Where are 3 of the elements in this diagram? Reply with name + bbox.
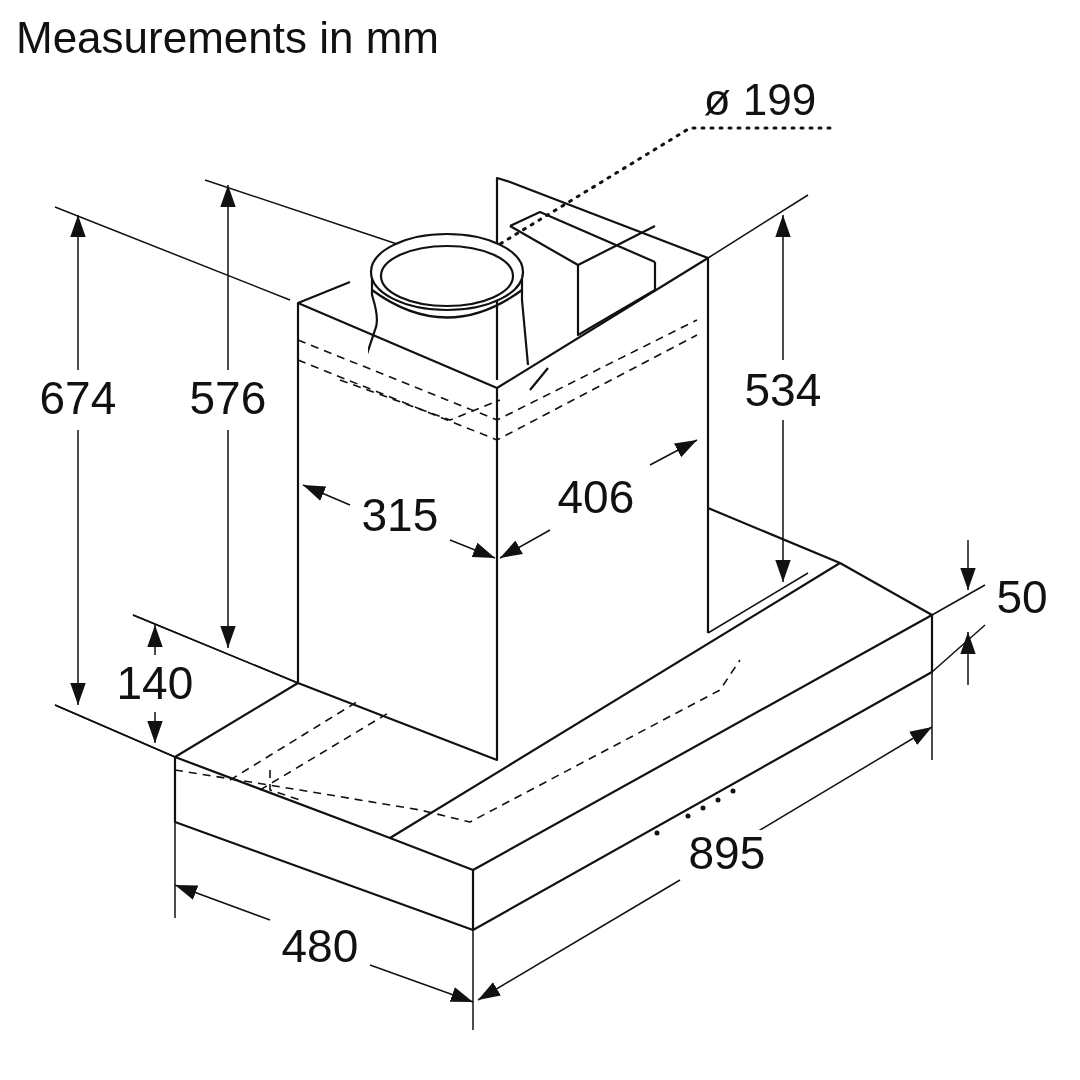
leader-line bbox=[498, 126, 832, 246]
duct-cylinder-drawing bbox=[368, 232, 530, 368]
diameter-label: ø 199 bbox=[690, 78, 830, 128]
